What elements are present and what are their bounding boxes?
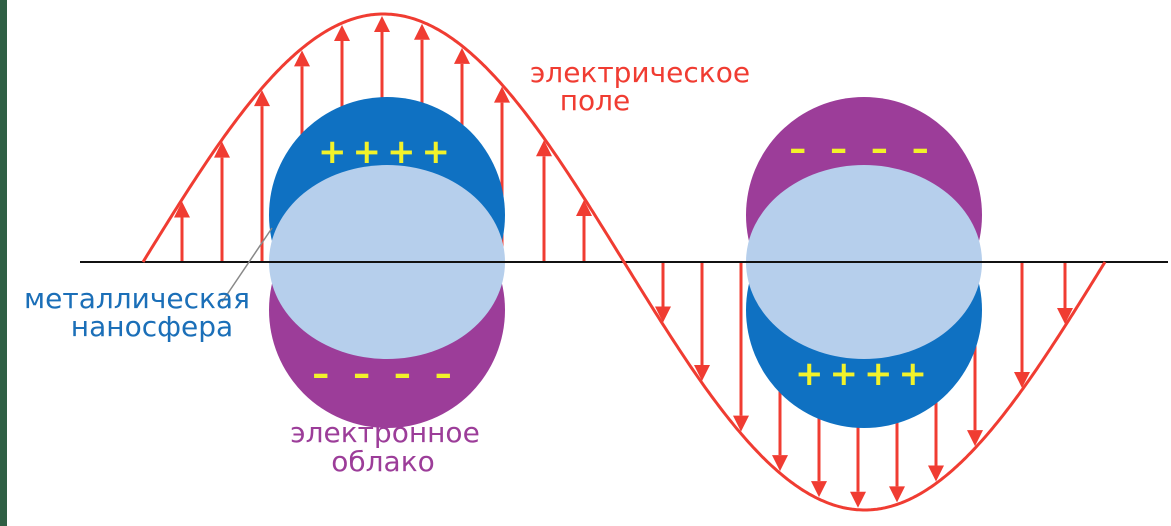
electric-field-label-line2: поле: [560, 84, 631, 117]
nanosphere-label-line2: наносфера: [71, 310, 233, 343]
field-arrow-head: [850, 492, 866, 508]
field-arrow-head: [414, 24, 430, 40]
electron-cloud-label-line2: облако: [331, 445, 435, 478]
left-negative-charges: – – – –: [312, 354, 458, 394]
field-arrow-head: [374, 16, 390, 32]
right-positive-charges: ++++: [795, 354, 933, 394]
left-edge-strip: [0, 0, 7, 526]
left-positive-charges: ++++: [318, 132, 456, 172]
right-negative-charges: – – – –: [789, 129, 935, 169]
field-arrow-head: [334, 25, 350, 41]
field-arrow-head: [889, 486, 905, 502]
